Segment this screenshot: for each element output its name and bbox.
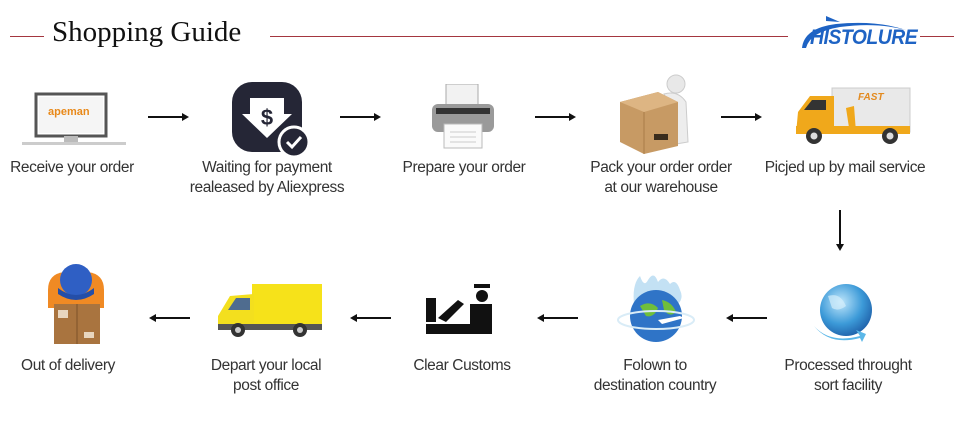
step-label-prepare-order: Prepare your order [364,158,564,178]
courier-with-box-icon [44,262,108,346]
arrow-right-icon [535,113,576,121]
page-title: Shopping Guide [52,16,242,48]
step-label-picked-up: Picjed up by mail service [745,158,945,178]
step-label-clear-customs: Clear Customs [362,356,562,376]
truck-fast-label: FAST [858,92,884,103]
step-label-line: Prepare your order [402,159,526,176]
screen-brand: apeman [48,106,90,118]
step-label-line: Folown to [623,357,687,374]
step-label-depart-post-office: Depart your local post office [166,356,366,396]
step-label-line: Processed throught [784,357,912,374]
payment-icon: $ [230,80,312,160]
header-rule-middle [270,36,788,37]
step-label-line: Picjed up by mail service [764,159,926,176]
arrow-left-icon [726,314,767,322]
step-label-line: Waiting for payment [202,159,332,176]
step-label-pack-order: Pack your order order at our warehouse [561,158,761,198]
customs-officer-icon [424,282,494,338]
svg-text:$: $ [261,105,273,130]
computer-icon: apeman [22,92,126,148]
delivery-truck-icon: FAST [794,86,912,146]
step-label-line: Clear Customs [413,357,511,374]
brand-logo: HISTOLURE [796,12,918,52]
logo-swoosh-icon [802,16,906,48]
step-label-line: destination country [593,377,717,394]
arrow-right-icon [340,113,381,121]
arrow-left-icon [149,314,190,322]
header-rule-right [920,36,954,37]
step-label-line: post office [233,377,299,394]
arrow-right-icon [148,113,189,121]
arrow-left-icon [537,314,578,322]
globe-icon [810,282,876,344]
step-label-line: Receive your order [10,159,134,176]
step-label-flown: Folown to destination country [555,356,755,396]
arrow-left-icon [350,314,391,322]
step-label-processed: Processed throught sort facility [748,356,948,396]
step-label-line: Depart your local [210,357,322,374]
step-label-receive-order: Receive your order [0,158,172,178]
step-label-waiting-payment: Waiting for payment realeased by Aliexpr… [167,158,367,198]
step-label-line: sort facility [813,377,882,394]
step-label-out-for-delivery: Out of delivery [0,356,168,376]
yellow-van-icon [216,282,324,338]
printer-icon [430,83,496,150]
step-label-line: realeased by Aliexpress [189,179,345,196]
step-label-line: Pack your order order [590,159,732,176]
step-label-line: at our warehouse [604,179,718,196]
arrow-down-icon [836,210,844,251]
arrow-right-icon [721,113,762,121]
step-label-line: Out of delivery [21,357,115,374]
packing-box-icon [614,72,698,156]
globe-airplane-icon [614,270,698,346]
header-rule-left [10,36,44,37]
brand-name: HISTOLURE [810,26,918,49]
